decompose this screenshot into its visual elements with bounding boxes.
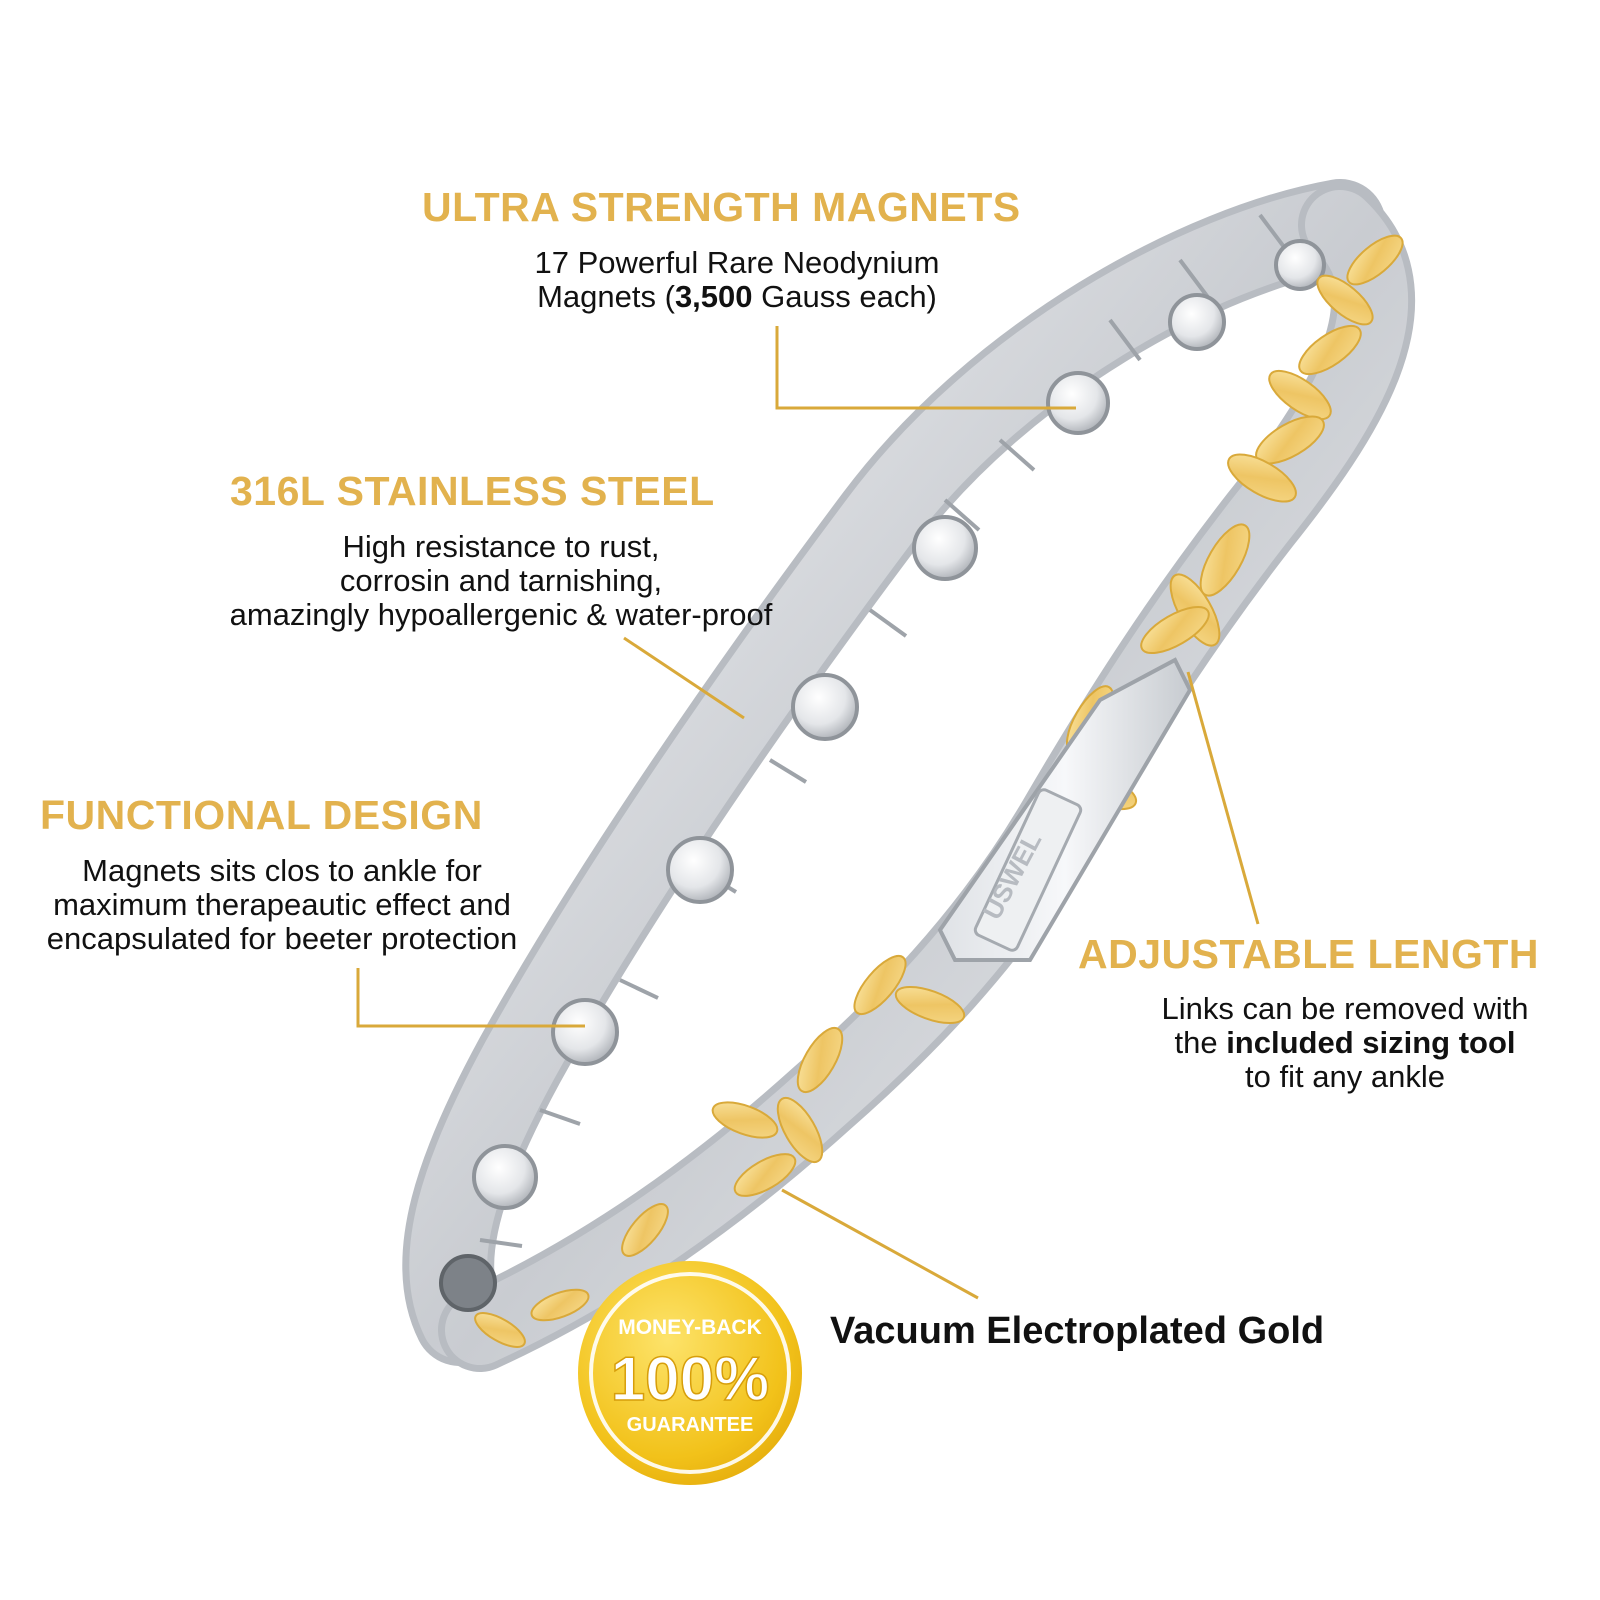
design-desc-line3: encapsulated for beeter protection [46, 921, 518, 956]
gold-leaf-row [474, 234, 1404, 1348]
magnets-desc-line2-pre: Magnets ( [537, 279, 675, 314]
design-desc-line1: Magnets sits clos to ankle for [82, 853, 482, 888]
magnets-leader-line [775, 326, 1076, 410]
magnets-description: 17 Powerful Rare Neodynium Magnets (3,50… [500, 246, 974, 314]
length-leader-line [1186, 671, 1260, 925]
magnet-row [439, 239, 1326, 1312]
length-description: Links can be removed with the included s… [1110, 992, 1580, 1094]
steel-heading: 316L STAINLESS STEEL [230, 468, 715, 514]
length-desc-line2-pre: the [1174, 1025, 1227, 1060]
magnets-desc-line2-post: Gauss each) [752, 279, 937, 314]
length-desc-line3: to fit any ankle [1245, 1059, 1445, 1094]
bracelet-gold-strand [438, 183, 1416, 1372]
design-description: Magnets sits clos to ankle for maximum t… [20, 854, 544, 956]
callout-lines [356, 326, 1260, 1300]
bracelet-silver-strand [402, 179, 1386, 1366]
design-desc-line2: maximum therapeautic effect and [53, 887, 511, 922]
badge-bottom-text: GUARANTEE [627, 1414, 754, 1436]
length-desc-line1: Links can be removed with [1161, 991, 1529, 1026]
magnets-heading: ULTRA STRENGTH MAGNETS [422, 184, 1021, 230]
steel-leader-line [623, 636, 745, 720]
steel-desc-line3: amazingly hypoallergenic & water-proof [229, 597, 773, 632]
gold-leader-line [781, 1188, 979, 1300]
steel-description: High resistance to rust, corrosin and ta… [170, 530, 832, 632]
steel-desc-line1: High resistance to rust, [342, 529, 660, 564]
magnets-desc-line1: 17 Powerful Rare Neodynium [534, 245, 940, 280]
length-sizing-tool: included sizing tool [1226, 1025, 1516, 1060]
bracelet-clasp: USWEL [937, 657, 1193, 962]
gold-plating-label: Vacuum Electroplated Gold [830, 1310, 1325, 1352]
badge-percent-text: 100% [611, 1345, 770, 1414]
length-heading: ADJUSTABLE LENGTH [1078, 931, 1540, 977]
badge-top-text: MONEY-BACK [618, 1316, 762, 1339]
magnets-gauss-value: 3,500 [674, 279, 753, 314]
design-leader-line [356, 968, 585, 1028]
steel-desc-line2: corrosin and tarnishing, [339, 563, 663, 598]
design-heading: FUNCTIONAL DESIGN [40, 792, 483, 838]
guarantee-seal-icon: MONEY-BACK 100% GUARANTEE [578, 1261, 802, 1485]
